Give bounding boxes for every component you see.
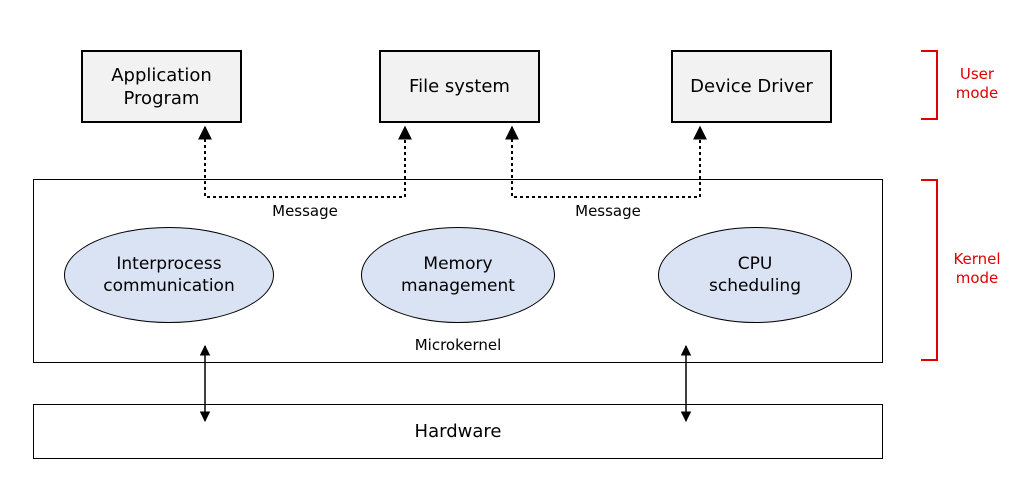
interprocess-communication-ellipse: Interprocess communication	[64, 227, 274, 323]
hardware-label: Hardware	[414, 421, 502, 442]
hardware-box: Hardware	[33, 404, 883, 459]
device-driver-box: Device Driver	[671, 50, 832, 123]
message-label-right: Message	[575, 202, 641, 220]
memory-management-ellipse: Memory management	[361, 227, 555, 323]
cpu-scheduling-ellipse: CPU scheduling	[658, 227, 852, 323]
kernel-mode-label: Kernel mode	[953, 250, 1001, 287]
microkernel-label: Microkernel	[414, 336, 502, 354]
application-program-box: Application Program	[81, 50, 242, 123]
user-mode-bracket	[921, 50, 938, 120]
file-system-box: File system	[379, 50, 540, 123]
message-label-left: Message	[272, 202, 338, 220]
user-mode-label: User mode	[955, 65, 999, 102]
kernel-mode-bracket	[921, 179, 938, 361]
